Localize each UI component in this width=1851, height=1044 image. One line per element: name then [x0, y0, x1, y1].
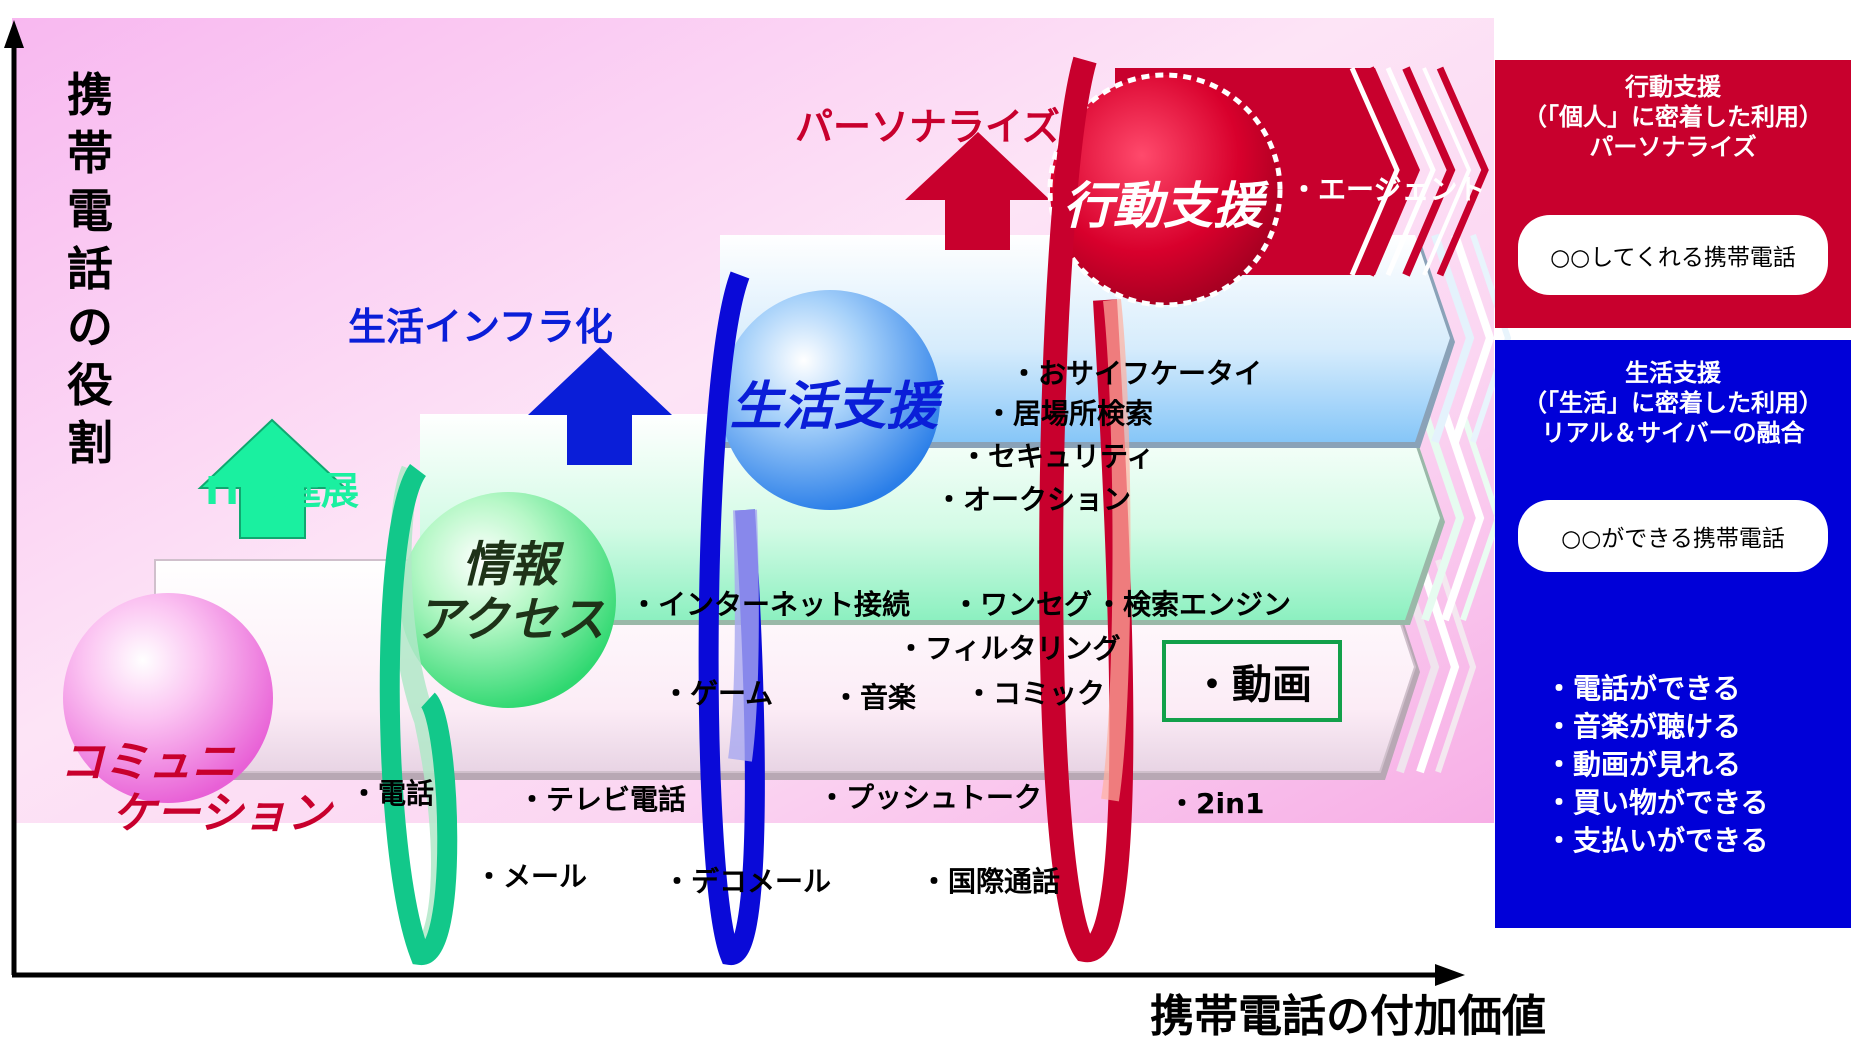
communication-ball-label: コミュニ ケーション: [60, 737, 340, 839]
life-item-location: ・居場所検索: [985, 397, 1154, 430]
life-item-osaifu: ・おサイフケータイ: [1010, 357, 1263, 390]
action-ball-label: 行動支援: [1063, 177, 1263, 235]
info-item-music: ・音楽: [832, 681, 917, 714]
info-item-oneseg: ・ワンセグ: [952, 588, 1093, 621]
communication-label-line2: ケーション: [112, 787, 332, 839]
action-item-agent: ・エージェント: [1290, 173, 1486, 206]
info-item-internet: ・インターネット接続: [630, 588, 911, 621]
blue-list-item: ・支払いができる: [1545, 824, 1769, 857]
red-panel-caption: パーソナライズ: [1589, 133, 1757, 161]
comm-item-phone: ・電話: [350, 777, 435, 810]
info-item-comic: ・コミック: [965, 677, 1106, 710]
blue-list-item: ・電話ができる: [1545, 672, 1741, 705]
comm-item-mail: ・メール: [475, 860, 588, 893]
life-infra-label: 生活インフラ化: [348, 305, 613, 349]
blue-list-item: ・音楽が聴ける: [1545, 710, 1742, 743]
comm-item-intl-call: ・国際通話: [920, 865, 1061, 898]
it-progress-label: ITの進展: [205, 469, 360, 513]
blue-panel-subtitle: （「生活」に密着した利用）: [1523, 389, 1823, 417]
life-item-auction: ・オークション: [935, 483, 1132, 516]
info-item-game: ・ゲーム: [662, 677, 774, 710]
blue-panel-pill: ○○ができる携帯電話: [1518, 500, 1828, 572]
y-axis-title: 携帯電話の役割: [67, 68, 113, 470]
info-ball-label: 情報 アクセス: [395, 537, 625, 649]
red-panel: 行動支援 （「個人」に密着した利用） パーソナライズ: [1495, 72, 1851, 162]
info-label-line2: アクセス: [415, 592, 605, 649]
comm-item-videophone: ・テレビ電話: [518, 783, 687, 816]
blue-panel: 生活支援 （「生活」に密着した利用） リアル＆サイバーの融合: [1495, 358, 1851, 448]
red-panel-subtitle: （「個人」に密着した利用）: [1523, 103, 1823, 131]
comm-item-2in1: ・2in1: [1168, 787, 1265, 820]
blue-list-item: ・買い物ができる: [1545, 786, 1769, 819]
blue-panel-title: 生活支援: [1625, 359, 1721, 387]
video-highlight: ・動画: [1162, 640, 1342, 722]
life-ball-label: 生活支援: [730, 377, 939, 437]
info-item-search: ・検索エンジン: [1095, 588, 1292, 621]
comm-item-pushtalk: ・プッシュトーク: [818, 781, 1043, 814]
personalize-label: パーソナライズ: [795, 105, 1060, 149]
red-panel-title: 行動支援: [1625, 73, 1721, 101]
comm-item-decomail: ・デコメール: [663, 865, 832, 898]
blue-list-item: ・動画が見れる: [1545, 748, 1742, 781]
red-panel-pill: ○○してくれる携帯電話: [1518, 215, 1828, 295]
life-item-security: ・セキュリティ: [960, 440, 1155, 473]
blue-panel-caption: リアル＆サイバーの融合: [1541, 419, 1805, 447]
info-item-filtering: ・フィルタリング: [897, 632, 1121, 665]
info-label-line1: 情報: [461, 537, 558, 593]
blue-panel-list: ・電話ができる ・音楽が聴ける ・動画が見れる ・買い物ができる ・支払いができ…: [1545, 670, 1768, 860]
x-axis-title: 携帯電話の付加価値: [1150, 991, 1546, 1042]
communication-label-line1: コミュニ: [60, 737, 236, 788]
